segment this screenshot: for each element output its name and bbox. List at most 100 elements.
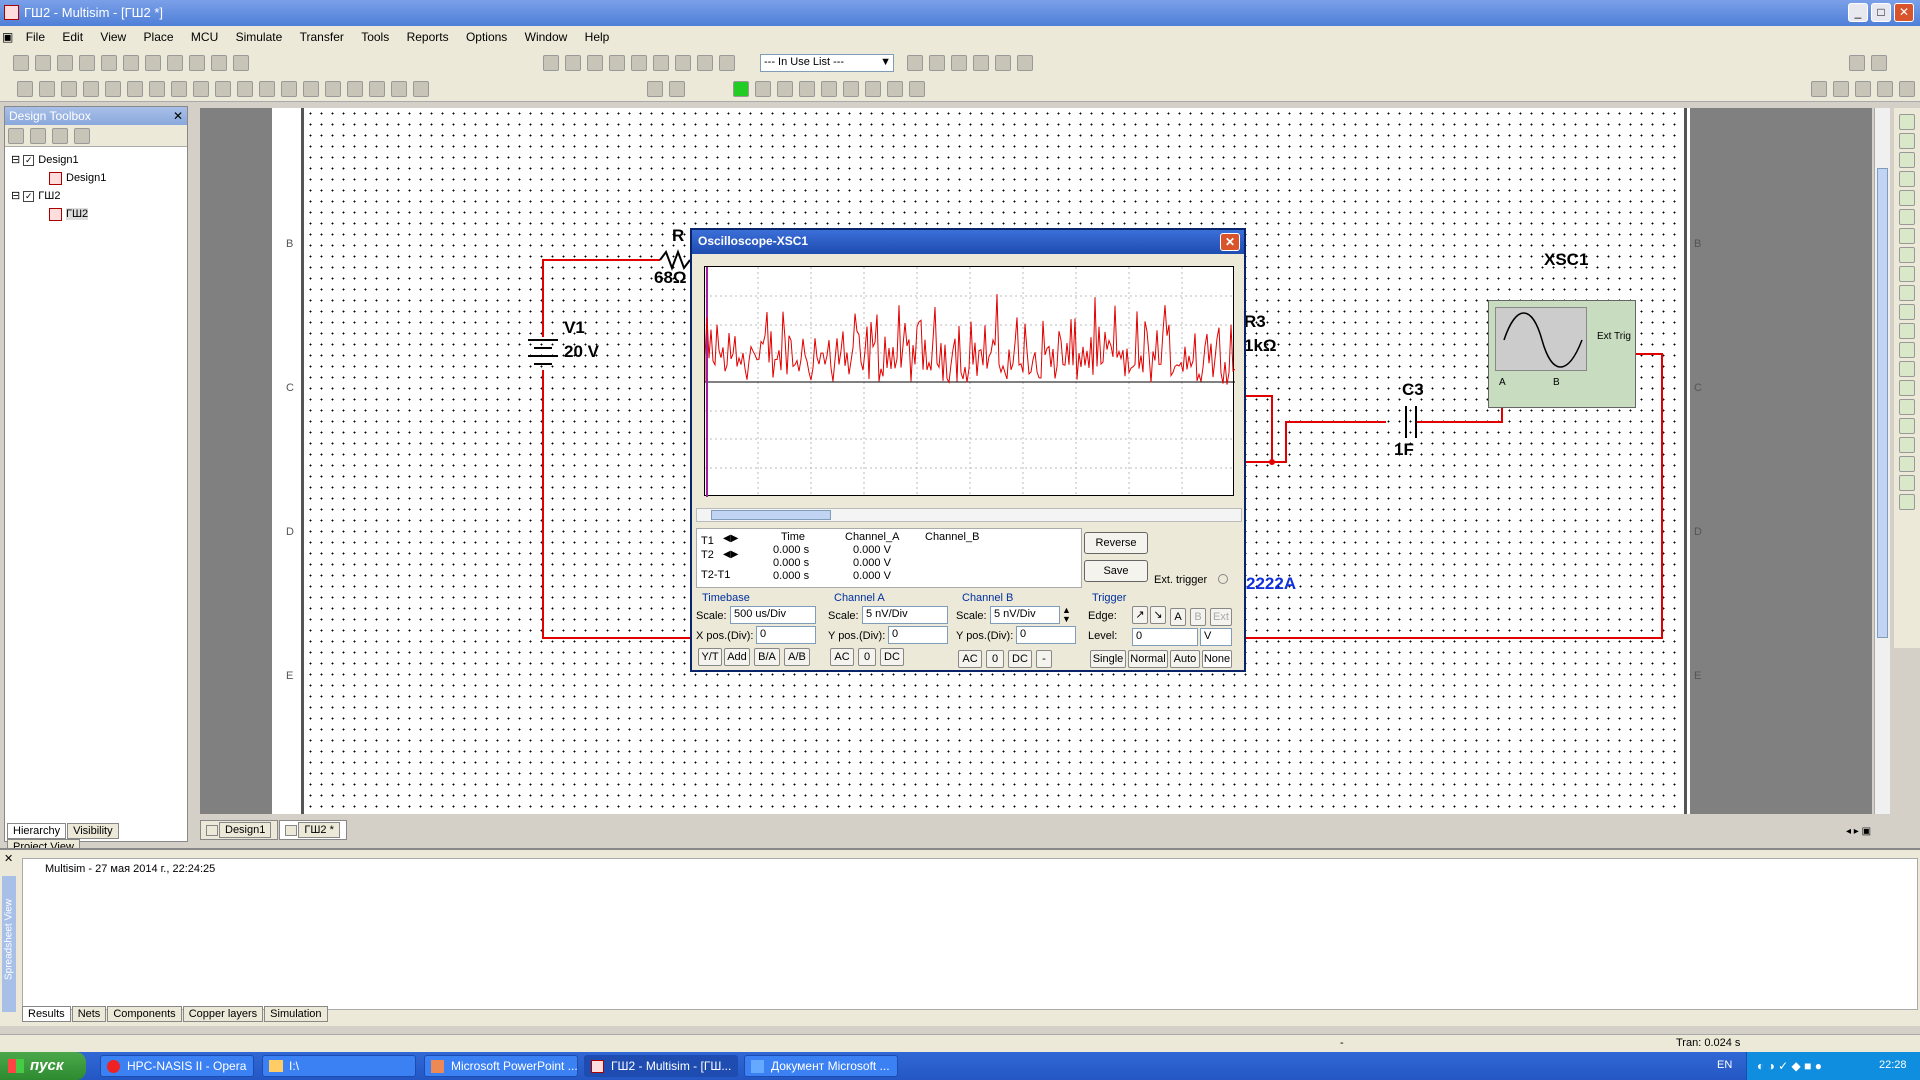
trigger-single-button[interactable]: Single [1090,650,1126,668]
zoom-out-icon[interactable] [1833,81,1849,97]
menu-simulate[interactable]: Simulate [235,30,283,44]
print-icon[interactable] [101,55,117,71]
annotate-icon[interactable] [675,55,691,71]
vertical-scrollbar[interactable] [1874,108,1890,814]
spreadsheet-icon[interactable] [587,55,603,71]
network-analyzer-icon[interactable] [1899,361,1915,377]
undo-icon[interactable] [211,55,227,71]
tree-item-design1-sheet[interactable]: Design1 [11,169,181,187]
toolbox-close-design-icon[interactable] [74,128,90,144]
menu-transfer[interactable]: Transfer [299,30,344,44]
tab-copper-layers[interactable]: Copper layers [182,1006,264,1022]
place-basic-icon[interactable] [39,81,55,97]
channel-b-ac-button[interactable]: AC [958,650,982,668]
grapher-icon[interactable] [631,55,647,71]
place-analog-icon[interactable] [105,81,121,97]
sheet-tab-design1[interactable]: Design1 [200,820,279,840]
trigger-source-ext-button[interactable]: Ext [1210,608,1232,626]
step-out-icon[interactable] [865,81,881,97]
channel-a-scale-field[interactable]: 5 nV/Div [862,606,948,624]
place-power-icon[interactable] [215,81,231,97]
menu-place[interactable]: Place [143,30,174,44]
trigger-auto-button[interactable]: Auto [1170,650,1200,668]
multimeter-icon[interactable] [1899,114,1915,130]
print-preview-icon[interactable] [123,55,139,71]
list-2-icon[interactable] [669,81,685,97]
menu-help[interactable]: Help [584,30,610,44]
layout-icon[interactable] [1849,55,1865,71]
menu-window[interactable]: Window [524,30,568,44]
step-icon[interactable] [799,81,815,97]
redo-icon[interactable] [233,55,249,71]
doc-icon[interactable]: ▣ [2,30,14,44]
splitter[interactable] [0,848,1920,850]
pause-icon[interactable] [755,81,771,97]
b-a-button[interactable]: B/A [754,648,780,666]
menu-reports[interactable]: Reports [406,30,449,44]
tektronix-oscilloscope-icon[interactable] [1899,437,1915,453]
toolbox-open-icon[interactable] [30,128,46,144]
task-opera[interactable]: HPC-NASIS II - Opera [100,1055,254,1077]
run-icon[interactable] [733,81,749,97]
language-indicator[interactable]: EN [1717,1059,1733,1071]
menu-file[interactable]: File [25,30,46,44]
list-icon[interactable] [647,81,663,97]
channel-b-scale-field[interactable]: 5 nV/Div [990,606,1060,624]
forward-annotate-icon[interactable] [697,55,713,71]
channel-b-scale-spinner[interactable]: ▲▼ [1062,605,1071,624]
task-multisim[interactable]: ГШ2 - Multisim - [ГШ... [584,1055,738,1077]
database-icon[interactable] [609,55,625,71]
save-icon[interactable] [79,55,95,71]
stop-icon[interactable] [777,81,793,97]
channel-a-dc-button[interactable]: DC [880,648,904,666]
oscilloscope-display[interactable] [704,266,1236,497]
maximize-button[interactable]: □ [1871,3,1891,22]
tab-simulation[interactable]: Simulation [264,1006,328,1022]
place-misc-icon[interactable] [237,81,253,97]
toolbox-save-icon[interactable] [52,128,68,144]
menu-view[interactable]: View [100,30,127,44]
timebase-scale-field[interactable]: 500 us/Div [730,606,816,624]
transfer-icon[interactable] [929,55,945,71]
a-b-button[interactable]: A/B [784,648,810,666]
reverse-button[interactable]: Reverse [1084,532,1148,554]
menu-tools[interactable]: Tools [361,30,390,44]
place-mcu-icon[interactable] [325,81,341,97]
tab-results[interactable]: Results [22,1006,71,1022]
grid-icon[interactable] [565,55,581,71]
paste-icon[interactable] [189,55,205,71]
start-button[interactable]: пуск [0,1052,86,1080]
place-advanced-icon[interactable] [259,81,275,97]
menu-options[interactable]: Options [465,30,508,44]
checkbox-icon[interactable]: ✓ [23,190,35,202]
t1-arrows-icon[interactable]: ◀▶ [723,533,739,544]
task-explorer[interactable]: I:\ [262,1055,416,1077]
trigger-source-a-button[interactable]: A [1170,608,1186,626]
logic-analyzer-icon[interactable] [1899,266,1915,282]
tab-nets[interactable]: Nets [71,1006,107,1022]
function-generator-icon[interactable] [1899,133,1915,149]
wattmeter-icon[interactable] [1899,152,1915,168]
yt-button[interactable]: Y/T [698,648,722,666]
in-use-list-dropdown[interactable]: --- In Use List ---▼ [760,54,894,72]
channel-b-ypos-field[interactable]: 0 [1016,626,1076,644]
trigger-level-field[interactable]: 0 [1132,628,1198,646]
tree-item-gsh2-sheet[interactable]: ГШ2 [11,205,181,223]
export-icon[interactable] [951,55,967,71]
step-over-icon[interactable] [843,81,859,97]
frequency-counter-icon[interactable] [1899,228,1915,244]
agilent-generator-icon[interactable] [1899,380,1915,396]
place-cmos-icon[interactable] [149,81,165,97]
probe-icon[interactable] [391,81,407,97]
zoom-in-icon[interactable] [1811,81,1827,97]
help-icon[interactable] [1017,55,1033,71]
agilent-multimeter-icon[interactable] [1899,399,1915,415]
channel-b-zero-button[interactable]: 0 [986,650,1004,668]
tray-icons[interactable]: ◐ ◑ ✓ ◆ ■ ● [1757,1059,1822,1073]
step-into-icon[interactable] [821,81,837,97]
zoom-area-icon[interactable] [1855,81,1871,97]
word-generator-icon[interactable] [1899,247,1915,263]
task-powerpoint[interactable]: Microsoft PowerPoint ... [424,1055,578,1077]
view-icon[interactable] [543,55,559,71]
trigger-normal-button[interactable]: Normal [1128,650,1168,668]
